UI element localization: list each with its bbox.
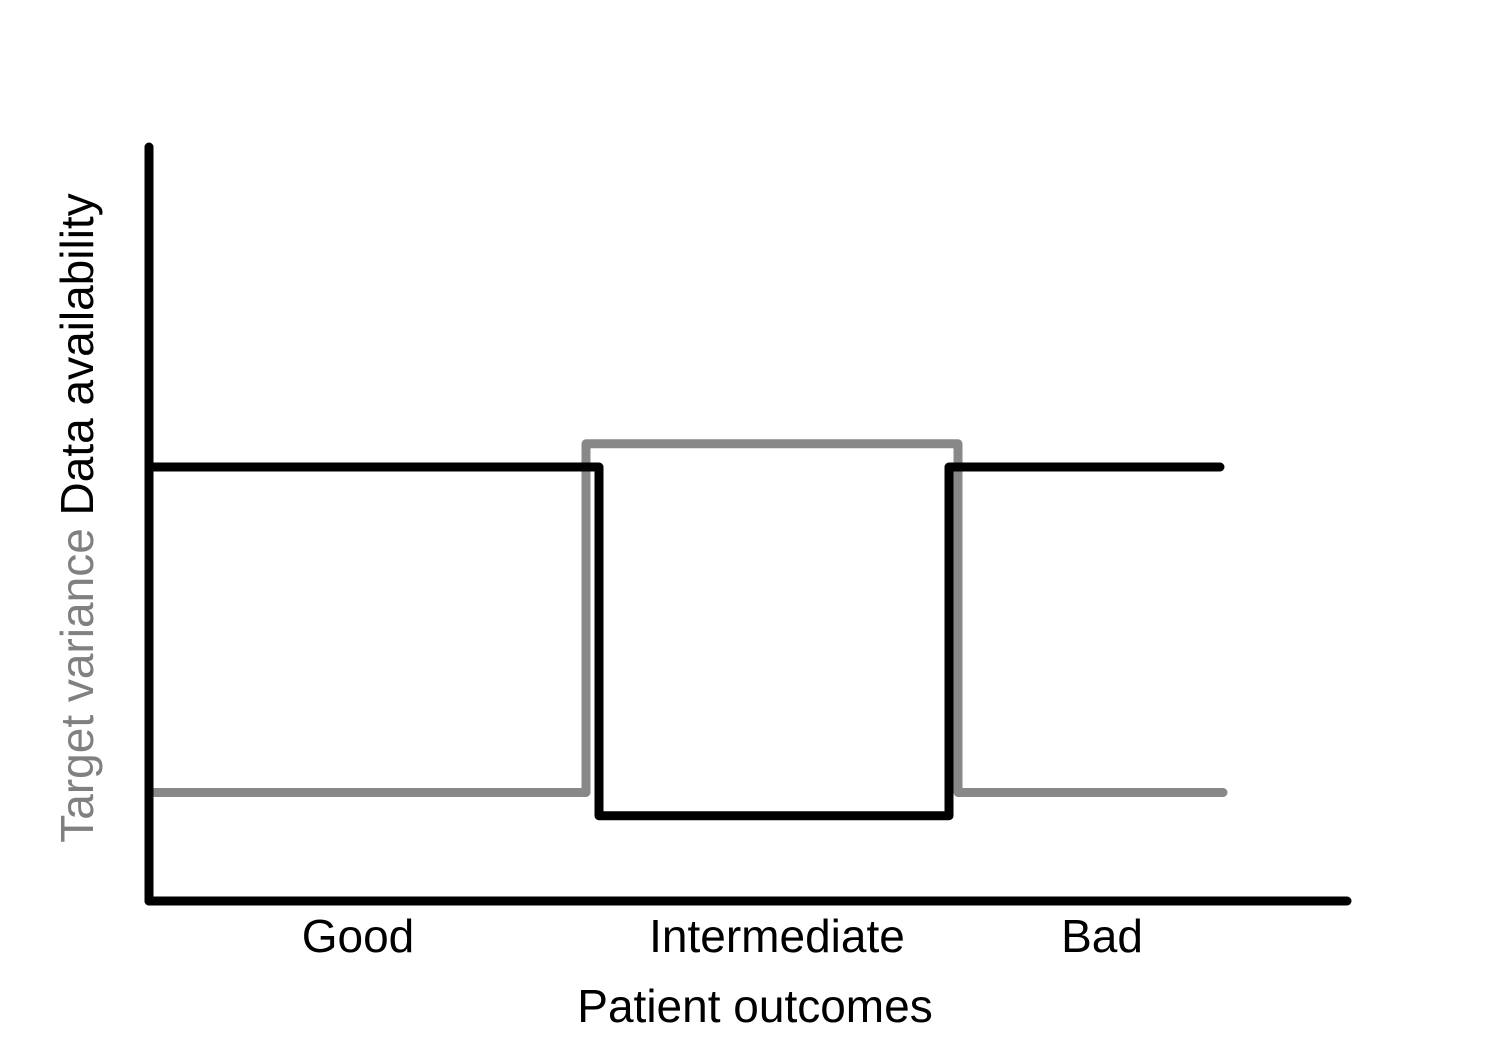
x-tick-label-good: Good bbox=[302, 910, 415, 962]
y-axis-title: Target variance Data availability bbox=[51, 193, 103, 842]
y-axis-title-part: Data availability bbox=[51, 193, 103, 515]
x-tick-label-intermediate: Intermediate bbox=[649, 910, 905, 962]
x-tick-label-bad: Bad bbox=[1061, 910, 1143, 962]
y-axis-title-part: Target variance bbox=[51, 528, 103, 843]
x-axis-title: Patient outcomes bbox=[577, 980, 932, 1032]
series-line bbox=[148, 462, 1225, 821]
series-line bbox=[148, 439, 1228, 797]
series-data-availability bbox=[148, 462, 1225, 821]
series-target-variance bbox=[148, 439, 1228, 797]
x-tick-labels: Good Intermediate Bad bbox=[302, 910, 1143, 962]
plot-area bbox=[148, 439, 1228, 821]
